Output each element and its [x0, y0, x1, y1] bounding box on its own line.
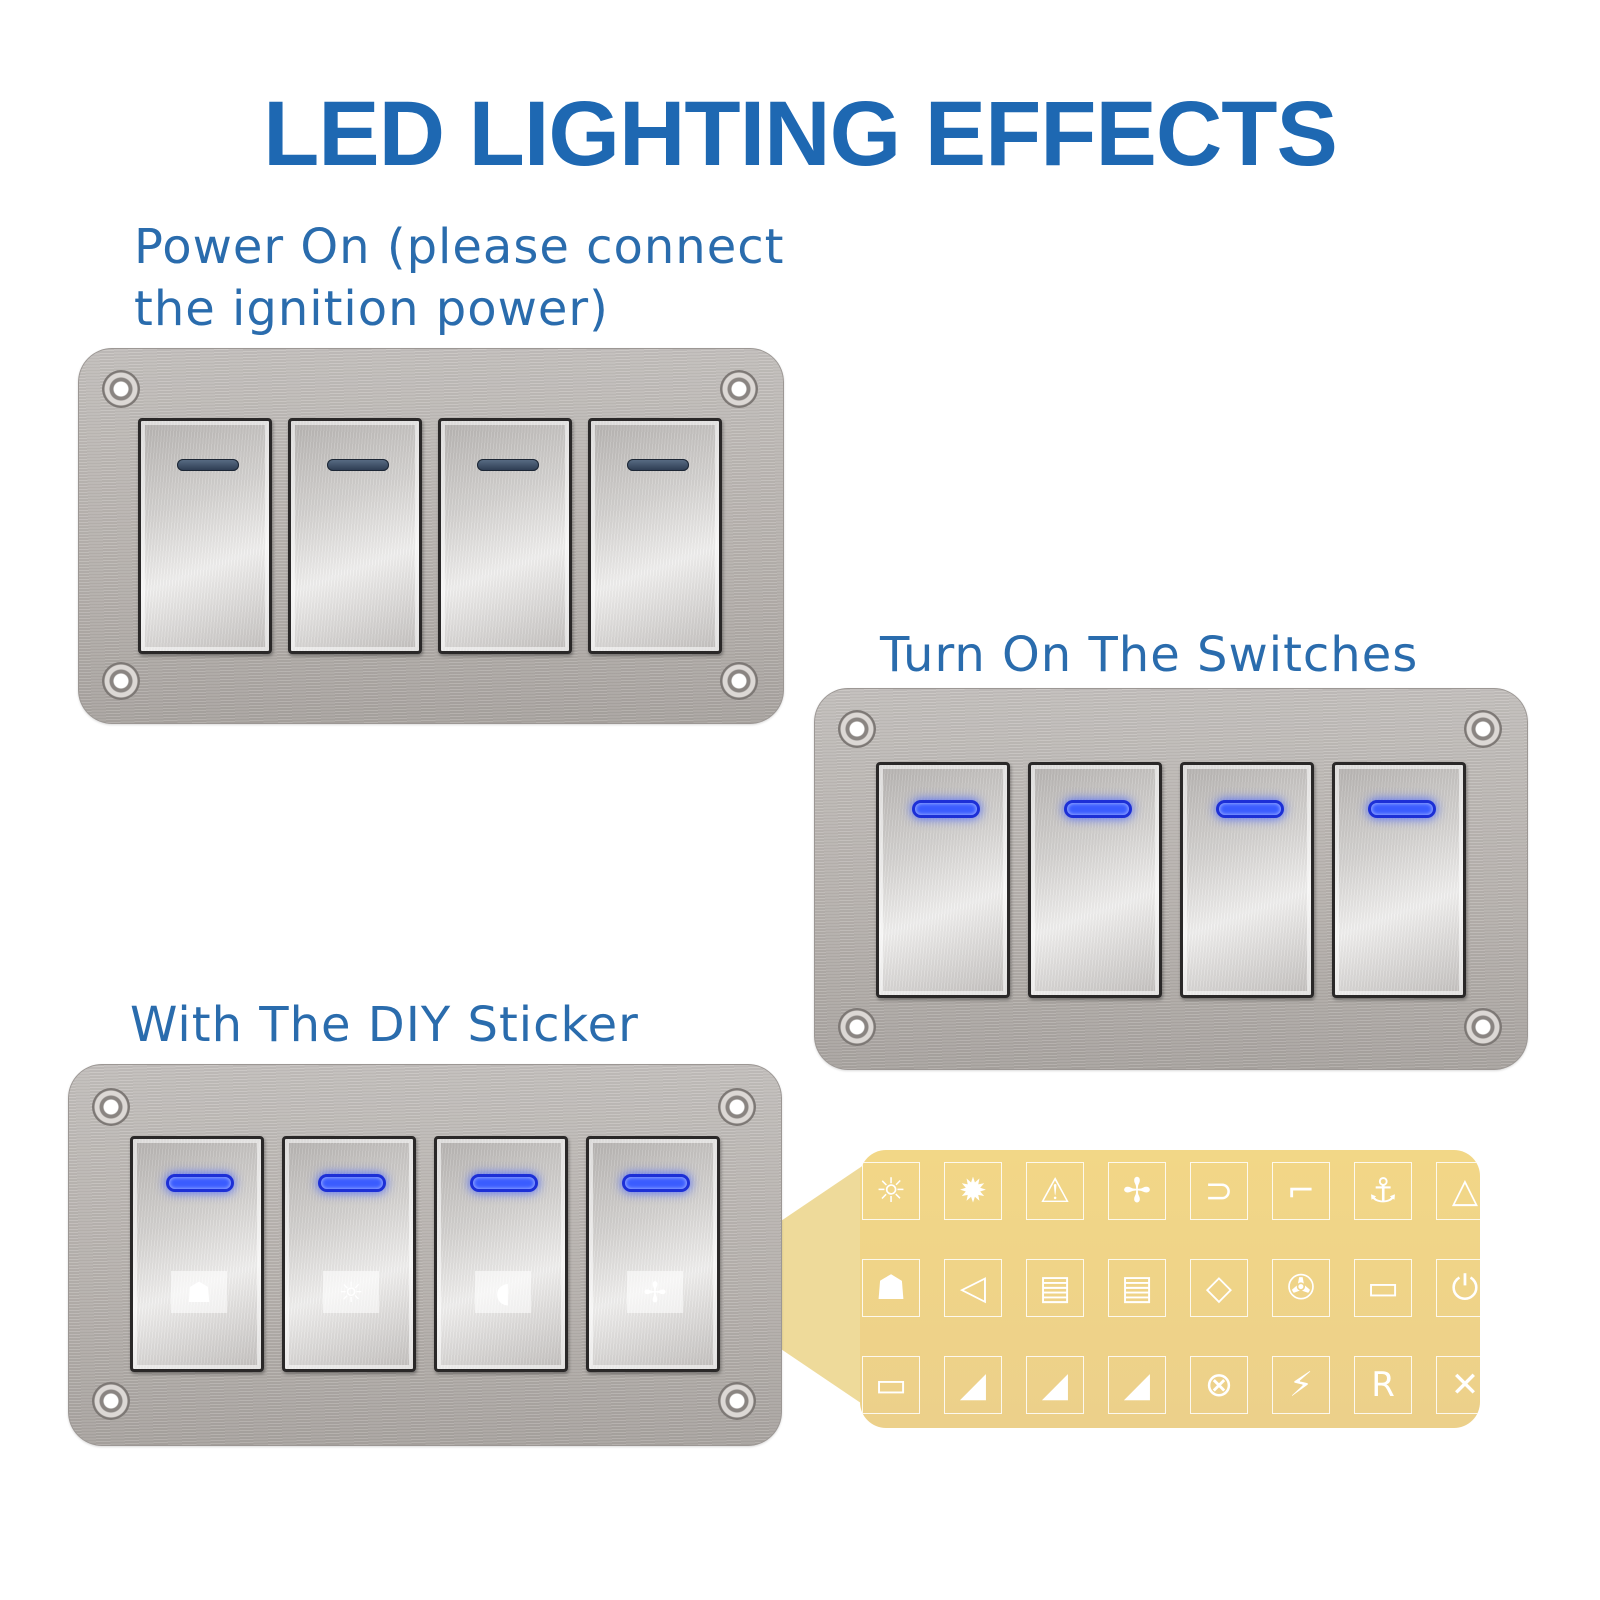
mounting-hole — [720, 370, 758, 408]
rocker-switch-2[interactable]: ☼ — [282, 1136, 416, 1372]
rocker-switch-1[interactable] — [138, 418, 272, 654]
sticker-icon: ◢ — [944, 1356, 1002, 1414]
mounting-hole — [92, 1382, 130, 1420]
sticker-icon: ⚡ — [1272, 1356, 1330, 1414]
led-indicator — [1371, 803, 1433, 815]
rocker-switch-3[interactable] — [1180, 762, 1314, 998]
headlight-sticker-icon: ◖ — [475, 1271, 531, 1313]
diy-sticker-caption: With The DIY Sticker — [130, 997, 639, 1053]
sticker-icon: ⚓ — [1354, 1162, 1412, 1220]
mounting-hole — [92, 1088, 130, 1126]
led-indicator — [1067, 803, 1129, 815]
page-title: LED LIGHTING EFFECTS — [263, 83, 1338, 185]
sticker-icon: △ — [1436, 1162, 1480, 1220]
switch-panel-diy-sticker: ☗ ☼ ◖ ✢ — [68, 1064, 782, 1446]
led-indicator — [169, 1177, 231, 1189]
sticker-icon: ◢ — [1108, 1356, 1166, 1414]
power-on-caption: Power On (please connect the ignition po… — [134, 216, 784, 340]
led-indicator — [327, 459, 389, 471]
rocker-switch-4[interactable] — [1332, 762, 1466, 998]
sticker-icon: ⏻ — [1436, 1259, 1480, 1317]
led-indicator — [625, 1177, 687, 1189]
sticker-icon: ☗ — [862, 1259, 920, 1317]
rocker-switch-4[interactable] — [588, 418, 722, 654]
sticker-icon: ⚠ — [1026, 1162, 1084, 1220]
sticker-icon: ▤ — [1108, 1259, 1166, 1317]
sticker-icon: ▭ — [862, 1356, 920, 1414]
rocker-switch-1[interactable]: ☗ — [130, 1136, 264, 1372]
light-sticker-icon: ☼ — [323, 1271, 379, 1313]
led-indicator — [627, 459, 689, 471]
rocker-switch-2[interactable] — [1028, 762, 1162, 998]
sticker-icon: ✇ — [1272, 1259, 1330, 1317]
sticker-icon: ✹ — [944, 1162, 1002, 1220]
diy-sticker-sheet: ☼ ✹ ⚠ ✢ ⊃ ⌐ ⚓ △ ☗ ◁ ▤ ▤ ◇ ✇ ▭ ⏻ ▭ ◢ ◢ ◢ ⊗ ⚡ R ✕ — [860, 1150, 1480, 1428]
rocker-switch-2[interactable] — [288, 418, 422, 654]
rocker-switch-3[interactable] — [438, 418, 572, 654]
rocker-switch-3[interactable]: ◖ — [434, 1136, 568, 1372]
mounting-hole — [718, 1088, 756, 1126]
sticker-icon: ☼ — [862, 1162, 920, 1220]
switch-panel-switches-on — [814, 688, 1528, 1070]
led-indicator — [1219, 803, 1281, 815]
rocker-switch-1[interactable] — [876, 762, 1010, 998]
sticker-icon: ⊃ — [1190, 1162, 1248, 1220]
led-indicator — [473, 1177, 535, 1189]
led-indicator — [477, 459, 539, 471]
sticker-icon: ◢ — [1026, 1356, 1084, 1414]
sticker-icon: ◁ — [944, 1259, 1002, 1317]
mounting-hole — [1464, 710, 1502, 748]
switches-on-caption: Turn On The Switches — [880, 627, 1419, 683]
fan-sticker-icon: ✢ — [627, 1271, 683, 1313]
power-on-caption-line1: Power On (please connect — [134, 219, 785, 275]
switch-panel-power-on — [78, 348, 784, 724]
sticker-icon: ✢ — [1108, 1162, 1166, 1220]
bath-sticker-icon: ☗ — [171, 1271, 227, 1313]
mounting-hole — [720, 662, 758, 700]
led-indicator — [321, 1177, 383, 1189]
mounting-hole — [102, 370, 140, 408]
mounting-hole — [838, 1008, 876, 1046]
sticker-icon: R — [1354, 1356, 1412, 1414]
sticker-icon: ▭ — [1354, 1259, 1412, 1317]
power-on-caption-line2: the ignition power) — [134, 281, 609, 337]
sticker-icon: ▤ — [1026, 1259, 1084, 1317]
rocker-switch-4[interactable]: ✢ — [586, 1136, 720, 1372]
mounting-hole — [102, 662, 140, 700]
led-indicator — [915, 803, 977, 815]
sticker-icon: ⊗ — [1190, 1356, 1248, 1414]
sticker-icon: ◇ — [1190, 1259, 1248, 1317]
mounting-hole — [718, 1382, 756, 1420]
led-indicator — [177, 459, 239, 471]
sticker-icon: ⌐ — [1272, 1162, 1330, 1220]
mounting-hole — [838, 710, 876, 748]
sticker-icon: ✕ — [1436, 1356, 1480, 1414]
mounting-hole — [1464, 1008, 1502, 1046]
